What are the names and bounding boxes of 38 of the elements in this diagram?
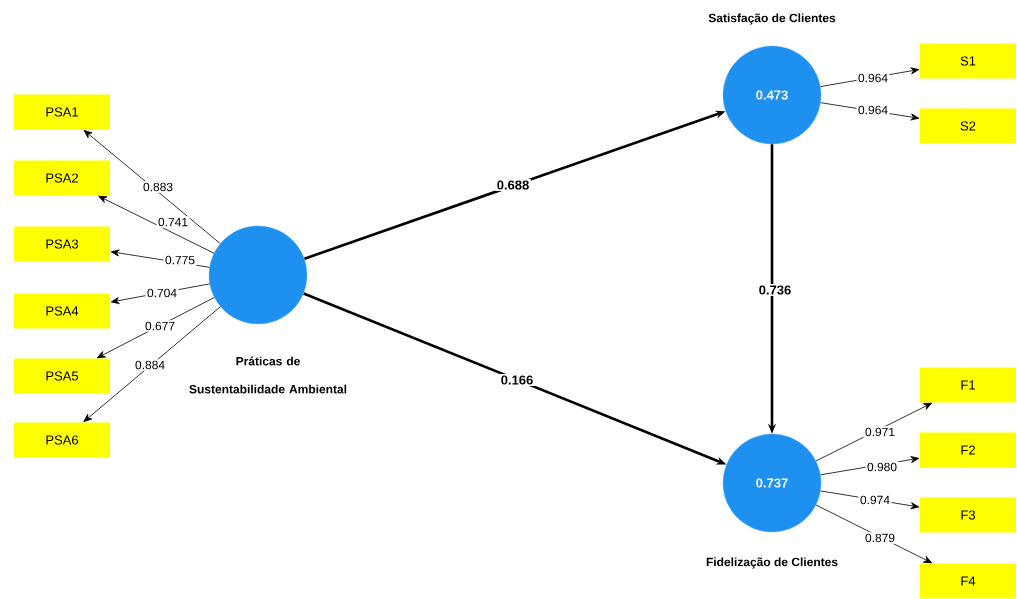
construct-label: Práticas de Sustentabilidade Ambiental bbox=[189, 356, 347, 394]
edge-label: 0.741 bbox=[156, 216, 190, 228]
value-text: 0.737 bbox=[756, 478, 788, 488]
indicator-box: F1 bbox=[920, 367, 1016, 403]
indicator-box: S1 bbox=[920, 43, 1016, 79]
edge-label: 0.166 bbox=[499, 373, 535, 387]
edge-label: 0.879 bbox=[863, 532, 897, 544]
edge-label: 0.974 bbox=[858, 494, 892, 506]
indicator-box: PSA2 bbox=[14, 160, 110, 196]
indicator-box: PSA3 bbox=[14, 226, 110, 262]
edge-label: 0.883 bbox=[141, 181, 175, 193]
edge-label: 0.704 bbox=[145, 287, 179, 299]
indicator-box: F4 bbox=[920, 563, 1016, 599]
indicator-box: S2 bbox=[920, 108, 1016, 144]
edge-label: 0.971 bbox=[863, 426, 897, 438]
indicator-box: PSA6 bbox=[14, 422, 110, 458]
edge-label: 0.688 bbox=[495, 178, 531, 192]
arrow bbox=[815, 402, 933, 462]
arrow bbox=[83, 130, 221, 244]
construct-label: Fidelização de Clientes bbox=[706, 557, 838, 569]
arrow bbox=[96, 297, 215, 359]
arrow bbox=[98, 195, 215, 254]
edge-label: 0.964 bbox=[856, 72, 890, 84]
edge-label: 0.736 bbox=[757, 283, 793, 297]
indicator-box: PSA4 bbox=[14, 293, 110, 329]
indicator-box: PSA1 bbox=[14, 94, 110, 130]
edge-label: 0.980 bbox=[865, 461, 899, 473]
edge-label: 0.884 bbox=[133, 359, 167, 371]
arrow bbox=[815, 504, 933, 564]
value-text: 0.473 bbox=[756, 90, 788, 100]
edge-label: 0.775 bbox=[163, 254, 197, 266]
construct-label: Satisfação de Clientes bbox=[708, 13, 836, 25]
indicator-box: F3 bbox=[920, 497, 1016, 533]
indicator-box: PSA5 bbox=[14, 358, 110, 394]
indicator-box: F2 bbox=[920, 432, 1016, 468]
edge-label: 0.964 bbox=[856, 104, 890, 116]
edge-label: 0.677 bbox=[143, 320, 177, 332]
arrow bbox=[83, 306, 221, 422]
